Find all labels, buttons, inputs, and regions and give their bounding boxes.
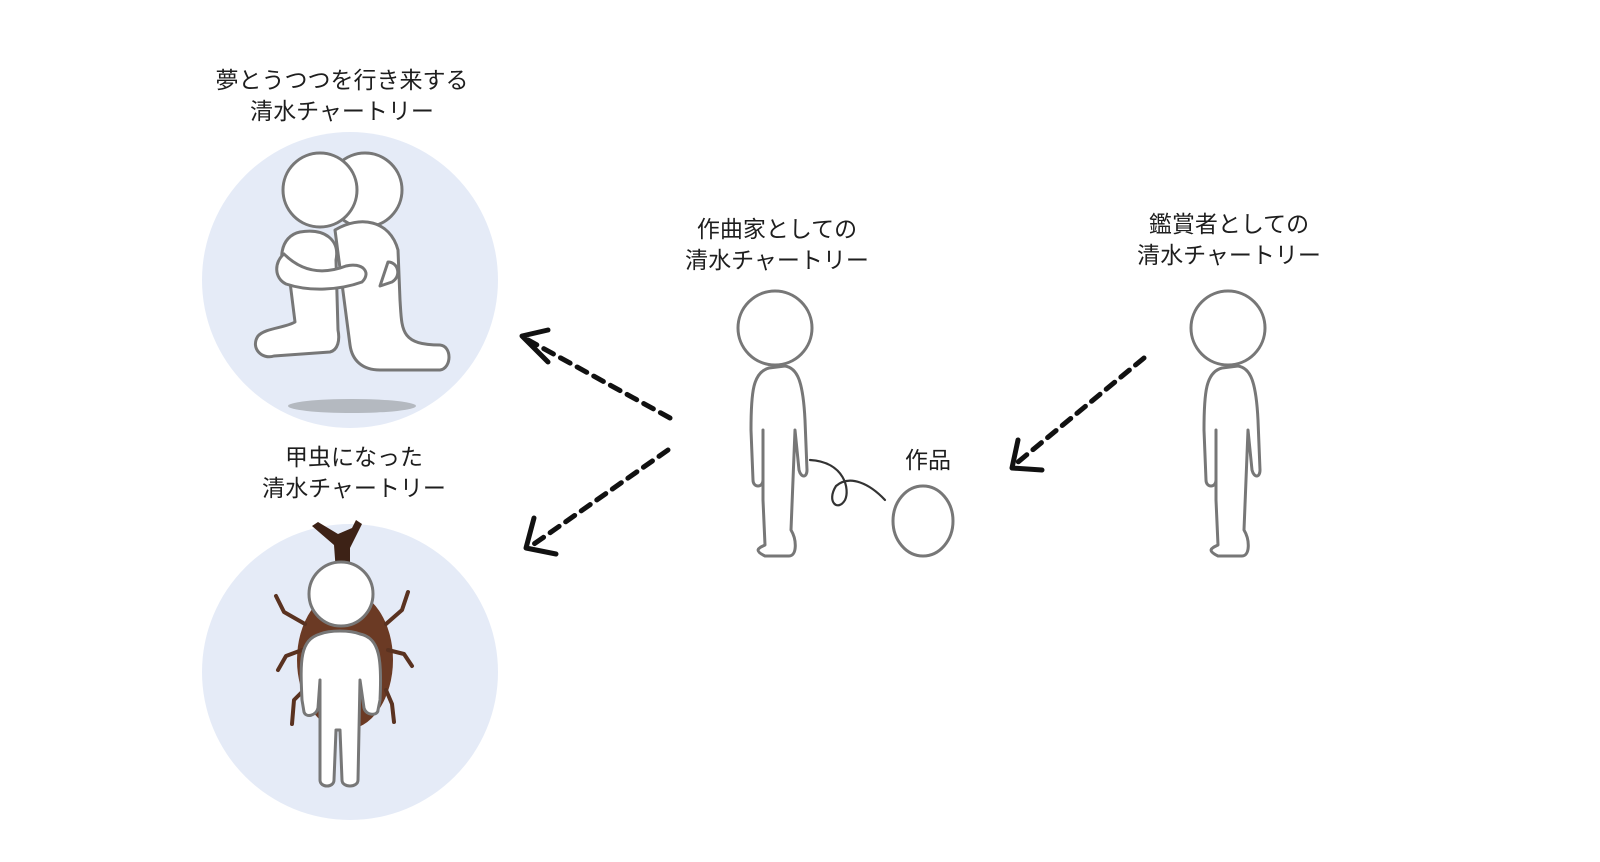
beetle-person-icon (274, 520, 414, 788)
hugging-people-icon (253, 151, 451, 413)
dream-label-line2: 清水チャートリー (250, 99, 434, 125)
floating-shadow (288, 399, 416, 413)
dream-label-line1: 夢とうつつを行き来する (215, 68, 469, 94)
arrow-composer-to-dream-shaft (525, 337, 673, 421)
beetle-label: 甲虫になった 清水チャートリー (262, 443, 446, 505)
standing-person-icon (1189, 289, 1267, 558)
appreciator-label-line2: 清水チャートリー (1137, 243, 1321, 269)
arrow-appreciator-to-work-head (1009, 437, 1045, 473)
beetle-label-line1: 甲虫になった (285, 445, 423, 471)
beetle-label-line2: 清水チャートリー (262, 476, 446, 502)
arrow-composer-to-beetle-head (523, 515, 559, 557)
composer-work-connector (808, 458, 887, 507)
appreciator-label: 鑑賞者としての 清水チャートリー (1137, 210, 1321, 272)
composer-label-line1: 作曲家としての (696, 217, 858, 243)
composer-label: 作曲家としての 清水チャートリー (685, 215, 869, 277)
person-over-beetle (299, 560, 383, 788)
arrow-composer-to-beetle-shaft (531, 447, 671, 547)
standing-person-icon (736, 289, 814, 558)
arrows (519, 327, 1147, 557)
work-label-text: 作品 (905, 448, 951, 474)
egg-icon (891, 484, 955, 558)
composer-figure (736, 289, 814, 558)
arrow-composer-to-dream-head (519, 327, 551, 365)
front-figure (253, 151, 368, 359)
appreciator-label-line1: 鑑賞者としての (1148, 212, 1310, 238)
appreciator-figure (1189, 289, 1267, 558)
arrow-appreciator-to-work-shaft (1015, 355, 1147, 465)
work-label: 作品 (905, 446, 951, 477)
composer-label-line2: 清水チャートリー (685, 248, 869, 274)
dream-label: 夢とうつつを行き来する 清水チャートリー (216, 66, 469, 128)
